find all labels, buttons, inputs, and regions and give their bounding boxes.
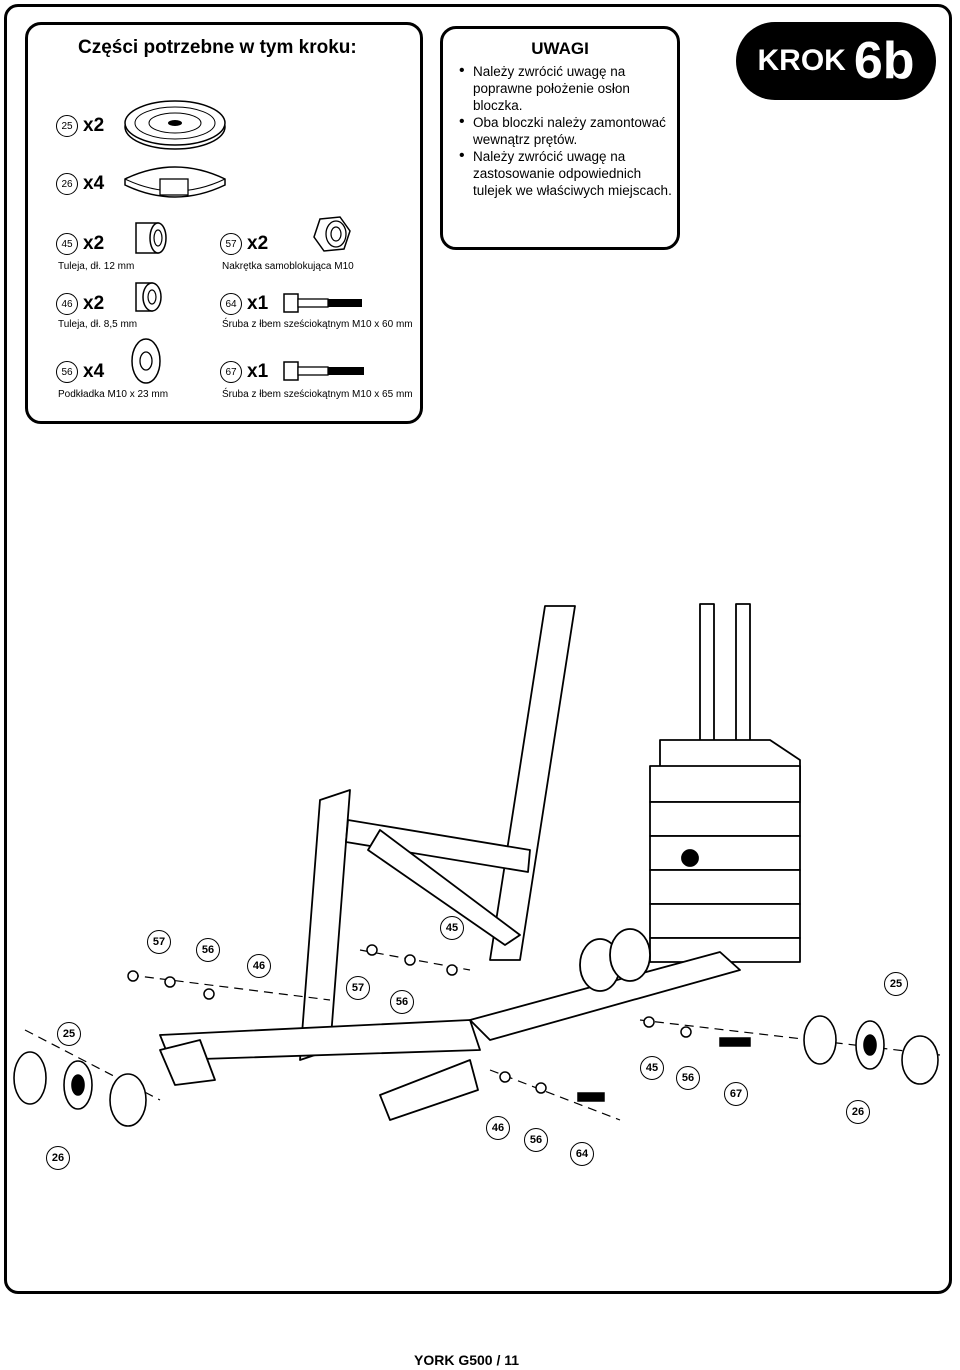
pulley-cover-icon [124, 166, 226, 198]
callout: 46 [486, 1116, 510, 1140]
part-25: 25 x2 [56, 115, 104, 137]
step-number: 6b [853, 32, 915, 90]
part-number: 56 [56, 361, 78, 383]
bolt-icon [283, 293, 362, 313]
part-64: 64 x1 [220, 293, 268, 315]
part-46: 46 x2 [56, 293, 104, 315]
part-number: 57 [220, 233, 242, 255]
bushing-short-icon [135, 282, 162, 312]
notes-title: UWAGI [531, 39, 589, 58]
notes-panel: UWAGI Należy zwrócić uwagę na poprawne p… [440, 26, 680, 250]
part-name: Tuleja, dł. 8,5 mm [58, 319, 138, 330]
callout: 25 [57, 1022, 81, 1046]
note-item: Oba bloczki należy zamontować wewnątrz p… [457, 113, 672, 148]
callout: 56 [676, 1066, 700, 1090]
part-name: Śruba z łbem sześciokątnym M10 x 65 mm [222, 389, 413, 400]
part-57: 57 x2 [220, 233, 268, 255]
part-45: 45 x2 [56, 233, 104, 255]
page-footer: YORK G500 / 11 [414, 1352, 520, 1368]
callout: 26 [46, 1146, 70, 1170]
callout: 56 [196, 938, 220, 962]
part-quantity: x1 [247, 293, 269, 314]
part-number: 25 [56, 115, 78, 137]
callout: 57 [346, 976, 370, 1000]
callout: 45 [440, 916, 464, 940]
part-quantity: x4 [83, 361, 105, 382]
part-number: 46 [56, 293, 78, 315]
part-number: 67 [220, 361, 242, 383]
callout: 26 [846, 1100, 870, 1124]
part-quantity: x4 [83, 173, 105, 194]
callout: 57 [147, 930, 171, 954]
part-quantity: x2 [247, 233, 269, 254]
part-67: 67 x1 [220, 361, 268, 383]
callout: 25 [884, 972, 908, 996]
part-name: Nakrętka samoblokująca M10 [222, 261, 354, 272]
callout: 56 [390, 990, 414, 1014]
part-quantity: x2 [83, 293, 105, 314]
part-quantity: x2 [83, 233, 105, 254]
part-quantity: x2 [83, 115, 105, 136]
callout: 56 [524, 1128, 548, 1152]
bolt-long-icon [283, 361, 364, 381]
page-frame [4, 4, 952, 1294]
part-number: 45 [56, 233, 78, 255]
parts-title: Części potrzebne w tym kroku: [78, 37, 357, 58]
part-name: Tuleja, dł. 12 mm [58, 261, 135, 272]
note-item: Należy zwrócić uwagę na zastosowanie odp… [457, 147, 672, 199]
part-56: 56 x4 [56, 361, 104, 383]
note-item: Należy zwrócić uwagę na poprawne położen… [457, 62, 672, 114]
callout: 64 [570, 1142, 594, 1166]
part-number: 64 [220, 293, 242, 315]
step-word: KROK [757, 44, 846, 77]
callout: 67 [724, 1082, 748, 1106]
part-name: Śruba z łbem sześciokątnym M10 x 60 mm [222, 319, 413, 330]
bushing-icon [135, 222, 167, 254]
notes-list: Należy zwrócić uwagę na poprawne położen… [457, 62, 672, 199]
part-26: 26 x4 [56, 173, 104, 195]
assembly-diagram: 57 56 46 57 56 45 25 25 26 45 56 67 46 5… [0, 590, 960, 1190]
part-number: 26 [56, 173, 78, 195]
part-name: Podkładka M10 x 23 mm [58, 389, 169, 400]
part-quantity: x1 [247, 361, 269, 382]
washer-icon [131, 338, 161, 384]
pulley-icon [124, 100, 226, 150]
callout: 45 [640, 1056, 664, 1080]
step-badge: KROK 6b [736, 22, 936, 100]
nut-icon [313, 216, 351, 252]
parts-list-panel: Części potrzebne w tym kroku: 25 x2 26 x… [25, 22, 423, 424]
callout: 46 [247, 954, 271, 978]
assembly-drawing [13, 603, 941, 1127]
